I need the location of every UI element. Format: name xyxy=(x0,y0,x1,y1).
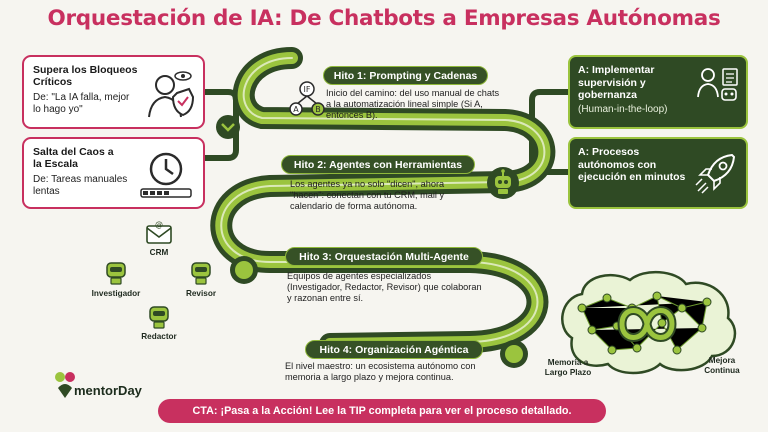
cta-button[interactable]: CTA: ¡Pasa a la Acción! Lee la TIP compl… xyxy=(158,399,606,423)
milestone-3-label: Hito 3: Orquestación Multi-Agente xyxy=(285,247,483,266)
investigador-robot-icon xyxy=(106,262,126,285)
brain-memory-label: Memoria a Largo Plazo xyxy=(544,358,592,377)
card-bloqueos-title: Supera los Bloqueos Críticos xyxy=(33,64,138,88)
revisor-robot-icon xyxy=(191,262,211,285)
rocket-icon xyxy=(695,153,736,194)
agent-crm-label: CRM xyxy=(149,248,169,257)
page-title: Orquestación de IA: De Chatbots a Empres… xyxy=(47,6,721,31)
agent-investigador-label: Investigador xyxy=(91,289,141,298)
brain-improve-label: Mejora Continua xyxy=(704,356,740,375)
brand-name: mentorDay xyxy=(74,383,142,398)
card-gobernanza-subtitle: (Human-in-the-loop) xyxy=(578,103,668,115)
mentorday-logo-icon xyxy=(55,372,75,398)
milestone-4-label: Hito 4: Organización Agéntica xyxy=(305,340,483,359)
redactor-robot-icon xyxy=(149,306,169,329)
agent-revisor-label: Revisor xyxy=(185,289,217,298)
svg-text:@: @ xyxy=(155,220,163,229)
svg-text:A: A xyxy=(293,105,299,114)
person-robot-checklist-icon xyxy=(697,68,738,101)
svg-text:IF: IF xyxy=(304,85,311,94)
card-procesos-title: A: Procesos autónomos con ejecución en m… xyxy=(578,146,686,183)
card-caos: Salta del Caos a la Escala De: Tareas ma… xyxy=(22,137,205,209)
agent-redactor-label: Redactor xyxy=(141,332,177,341)
chevron-down-icon xyxy=(216,115,240,139)
road-end-inner xyxy=(505,345,523,363)
crm-mail-icon: @ xyxy=(146,220,172,244)
clock-progress-icon xyxy=(140,152,192,198)
card-gobernanza-title: A: Implementar supervisión y gobernanza xyxy=(578,64,655,101)
chevron-glyph xyxy=(221,123,235,132)
card-gobernanza: A: Implementar supervisión y gobernanza … xyxy=(568,55,748,129)
milestone-1-label: Hito 1: Prompting y Cadenas xyxy=(323,66,488,85)
milestone-3-text: Equipos de agentes especializados (Inves… xyxy=(287,271,482,303)
card-caos-text: De: Tareas manuales lentas xyxy=(33,174,128,197)
card-procesos: A: Procesos autónomos con ejecución en m… xyxy=(568,137,748,209)
road-center xyxy=(220,57,546,345)
milestone-4-text: El nivel maestro: un ecosistema autónomo… xyxy=(285,361,476,382)
card-bloqueos: Supera los Bloqueos Críticos De: "La IA … xyxy=(22,55,205,129)
road-mid-inner xyxy=(235,261,253,279)
milestone-1-text: Inicio del camino: del uso manual de cha… xyxy=(326,88,500,120)
frustrated-person-shield-icon xyxy=(148,71,195,118)
milestone-2-label: Hito 2: Agentes con Herramientas xyxy=(281,155,475,174)
milestone-2-text: Los agentes ya no solo "dicen", ahora "h… xyxy=(290,179,445,211)
robot-icon xyxy=(487,167,519,199)
brain-network-infinity-icon xyxy=(561,270,737,375)
card-bloqueos-text: De: "La IA falla, mejor lo hago yo" xyxy=(33,92,130,115)
card-caos-title: Salta del Caos a la Escala xyxy=(33,146,114,170)
svg-text:B: B xyxy=(315,105,321,114)
if-branch-icon: IF A B xyxy=(289,81,325,116)
